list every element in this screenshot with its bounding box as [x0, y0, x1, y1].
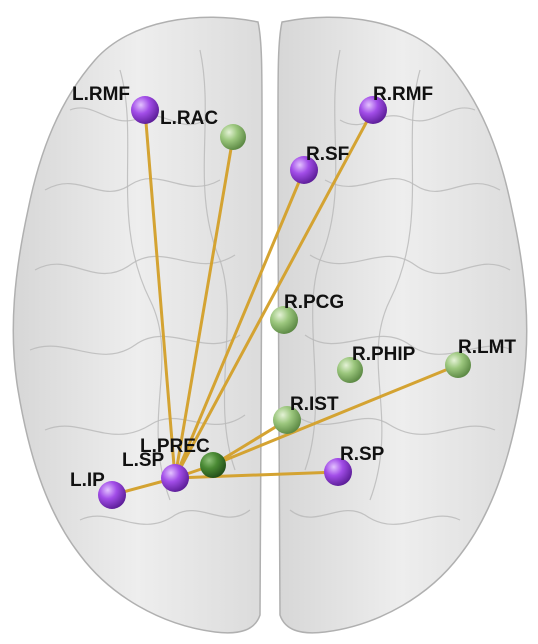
node-l-rac[interactable]: [220, 124, 246, 150]
node-l-prec[interactable]: [200, 452, 226, 478]
right-hemisphere: [277, 16, 528, 634]
label-l-rmf: L.RMF: [72, 84, 130, 105]
region-nodes: [98, 96, 471, 509]
label-l-ip: L.IP: [70, 470, 105, 491]
cortex-folds: [29, 49, 513, 525]
node-l-rmf[interactable]: [131, 96, 159, 124]
node-r-pcg[interactable]: [270, 306, 298, 334]
label-r-sf: R.SF: [306, 144, 349, 165]
label-l-rac: L.RAC: [160, 108, 218, 129]
label-r-phip: R.PHIP: [352, 344, 416, 365]
edge-LPREC-RLMT: [211, 363, 460, 467]
label-l-sp: L.SP: [122, 450, 165, 471]
brain-outline: [12, 16, 528, 634]
edge-LSP-RSF: [173, 168, 306, 480]
edge-LSP-LRMF: [143, 108, 177, 480]
node-r-sp[interactable]: [324, 458, 352, 486]
label-r-rmf: R.RMF: [373, 84, 433, 105]
node-l-ip[interactable]: [98, 481, 126, 509]
edge-LSP-LRAC: [173, 135, 235, 480]
edge-LPREC-RIST: [211, 418, 289, 467]
node-l-sp[interactable]: [161, 464, 189, 492]
node-r-ist[interactable]: [273, 406, 301, 434]
label-r-sp: R.SP: [340, 444, 385, 465]
edge-LSP-RSP: [173, 470, 340, 480]
node-r-sf[interactable]: [290, 156, 318, 184]
label-r-ist: R.IST: [290, 394, 339, 415]
label-r-pcg: R.PCG: [284, 292, 344, 313]
node-r-lmt[interactable]: [445, 352, 471, 378]
node-r-rmf[interactable]: [359, 96, 387, 124]
label-l-prec: L.PREC: [140, 436, 210, 457]
edge-LSP-RRMF: [173, 108, 375, 480]
left-hemisphere: [12, 16, 263, 634]
region-labels: L.RMF L.RAC R.RMF R.SF R.PCG R.PHIP R.LMT R.IST…: [70, 84, 516, 491]
node-r-phip[interactable]: [337, 357, 363, 383]
label-r-lmt: R.LMT: [458, 337, 516, 358]
